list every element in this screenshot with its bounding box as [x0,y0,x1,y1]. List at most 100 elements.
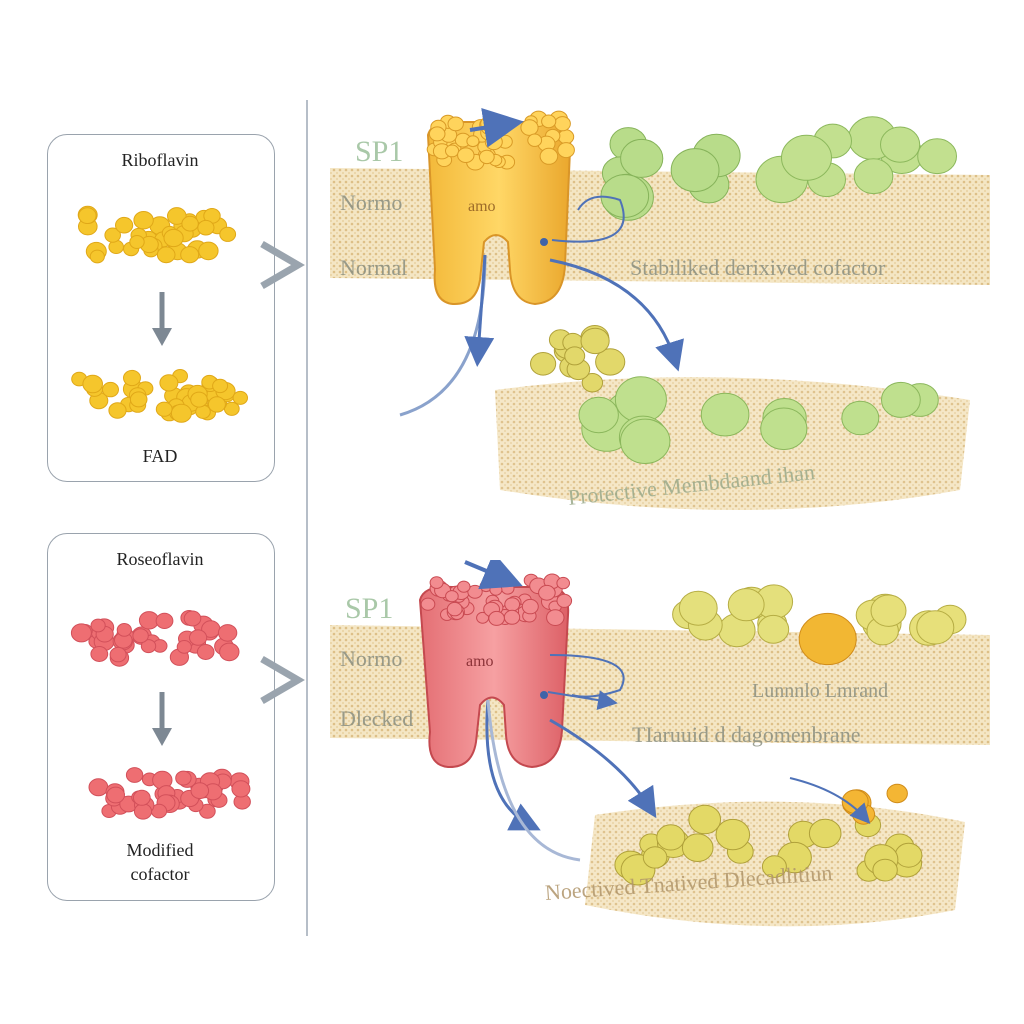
molecule-bead [521,598,539,615]
molecule-bead [761,855,787,878]
molecule-bead [115,216,134,234]
molecule-bead [527,133,543,147]
molecule-bead [457,147,475,163]
molecule-bead [88,778,109,797]
riboflavin-label: Riboflavin [121,150,199,170]
molecule-bead [198,241,219,261]
molecule-bead [600,174,650,218]
molecule-bead [106,786,126,804]
molecule-bead [163,228,184,248]
bottom-row1-label: Normo [340,646,403,671]
molecule-bead [170,403,192,423]
molecule-bead [457,580,471,593]
bottom-sp1-tag: SP1 [345,592,394,625]
molecule-bead [132,789,151,806]
molecule-bead [872,858,898,882]
molecule-bead [530,352,557,376]
molecule-bead [156,246,176,264]
molecule-bead [808,818,842,849]
bottom-row2-label: Dlecked [340,706,414,731]
molecule-bead [217,624,238,642]
molecule-bead [180,246,200,264]
molecule-bead [181,215,199,232]
bottom-membrane-scene [330,560,990,927]
molecule-bead [620,138,664,178]
bottom-right-label: TIaruuid d dagomenbrane [632,722,861,747]
riboflavin-cluster [77,205,237,264]
molecule-bead [853,158,894,195]
chevron-right-icon [260,240,305,290]
molecule-bead [167,207,187,225]
bottom-protein-label: amo [466,653,494,670]
molecule-bead [70,623,92,643]
molecule-bead [557,129,575,145]
molecule-bead [520,119,539,136]
molecule-bead [681,833,714,863]
molecule-bead [556,576,570,590]
molecule-bead [133,803,153,820]
molecule-bead [90,646,109,662]
modified-cofactor-cluster [88,767,251,820]
molecule-bead [881,381,921,418]
molecule-bead [880,126,921,163]
molecule-bead [232,390,249,405]
molecule-bead [886,783,908,804]
top-sp1-tag: SP1 [355,135,404,168]
molecule-bead [700,392,750,437]
molecule-bead [614,376,667,424]
molecule-bead [688,804,722,835]
modified-label-line1: Modified [126,840,194,860]
molecule-bead [564,346,586,366]
bottom-right-label-upper: Lunnnlo Lmrand [752,680,889,702]
molecule-bead [212,378,229,394]
molecule-bead [102,381,119,398]
fad-cluster [71,369,249,423]
molecule-bead [488,610,505,626]
molecule-bead [189,629,208,646]
molecule-bead [489,583,503,596]
molecule-bead [109,646,127,663]
molecule-bead [420,597,436,611]
molecule-bead [678,590,718,626]
molecule-bead [82,374,104,394]
molecule-bead [190,391,208,408]
molecule-bead [503,609,521,625]
molecule-bead [89,249,105,264]
molecule-bead [116,623,132,637]
molecule-bead [108,402,127,419]
molecule-bead [446,601,463,617]
top-protein-label: amo [468,198,496,215]
down-arrow-icon [152,692,172,746]
molecule-bead [841,400,880,436]
molecule-bead [798,612,857,666]
molecule-bead [580,327,610,355]
fad-label: FAD [142,446,178,466]
roseoflavin-label: Roseoflavin [116,549,204,569]
molecule-bead [140,639,157,654]
molecule-bead [760,407,808,451]
molecule-bead [196,644,215,660]
divider-line [306,100,308,936]
chevron-right-icon [260,655,305,705]
roseoflavin-cluster [70,610,240,667]
molecule-bead [557,142,575,159]
molecule-bead [500,582,515,595]
molecule-bead [554,116,571,132]
molecule-bead [757,614,790,644]
molecule-bead [670,148,720,193]
molecule-bead [104,227,122,243]
molecule-bead [447,116,464,132]
molecule-bead [176,640,192,654]
top-row2-label: Normal [340,255,408,280]
molecule-bead [781,134,832,181]
molecule-bead [556,593,573,608]
molecule-bead [894,842,923,868]
molecule-bead [539,147,559,165]
molecule-bead [190,782,210,800]
molecule-bead [90,618,106,633]
molecule-bead [159,374,179,392]
molecule-bead [656,824,686,851]
molecule-bead [546,609,565,626]
molecule-bead [78,207,97,225]
